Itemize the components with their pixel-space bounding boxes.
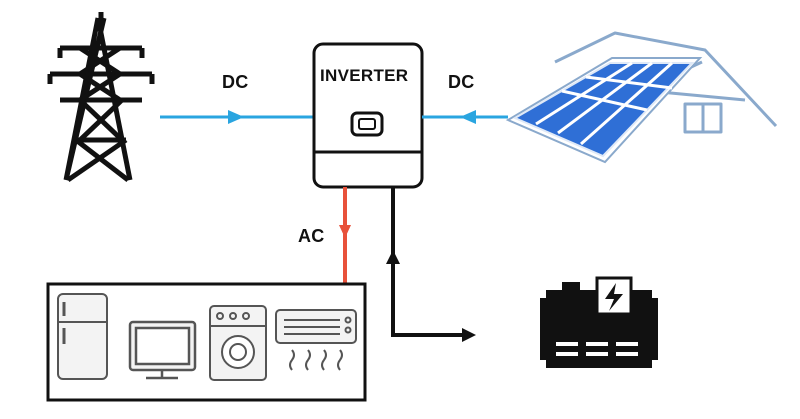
generator-arrow-up xyxy=(386,250,400,264)
dc-label-right: DC xyxy=(448,72,475,92)
ac-arrow xyxy=(339,225,351,238)
television-icon xyxy=(128,320,197,380)
inverter-label: INVERTER xyxy=(320,66,409,85)
air-conditioner-icon xyxy=(275,309,357,371)
dc-arrow-left xyxy=(228,110,244,124)
ac-label: AC xyxy=(298,226,325,246)
generator-line xyxy=(391,187,470,337)
refrigerator-icon xyxy=(57,293,108,380)
dc-label-left: DC xyxy=(222,72,249,92)
transmission-tower-icon xyxy=(47,12,155,183)
generator-arrow-right xyxy=(462,328,476,342)
generator-icon xyxy=(540,276,658,368)
dc-arrow-right xyxy=(460,110,476,124)
washing-machine-icon xyxy=(209,305,267,381)
solar-panels-icon xyxy=(505,57,703,164)
